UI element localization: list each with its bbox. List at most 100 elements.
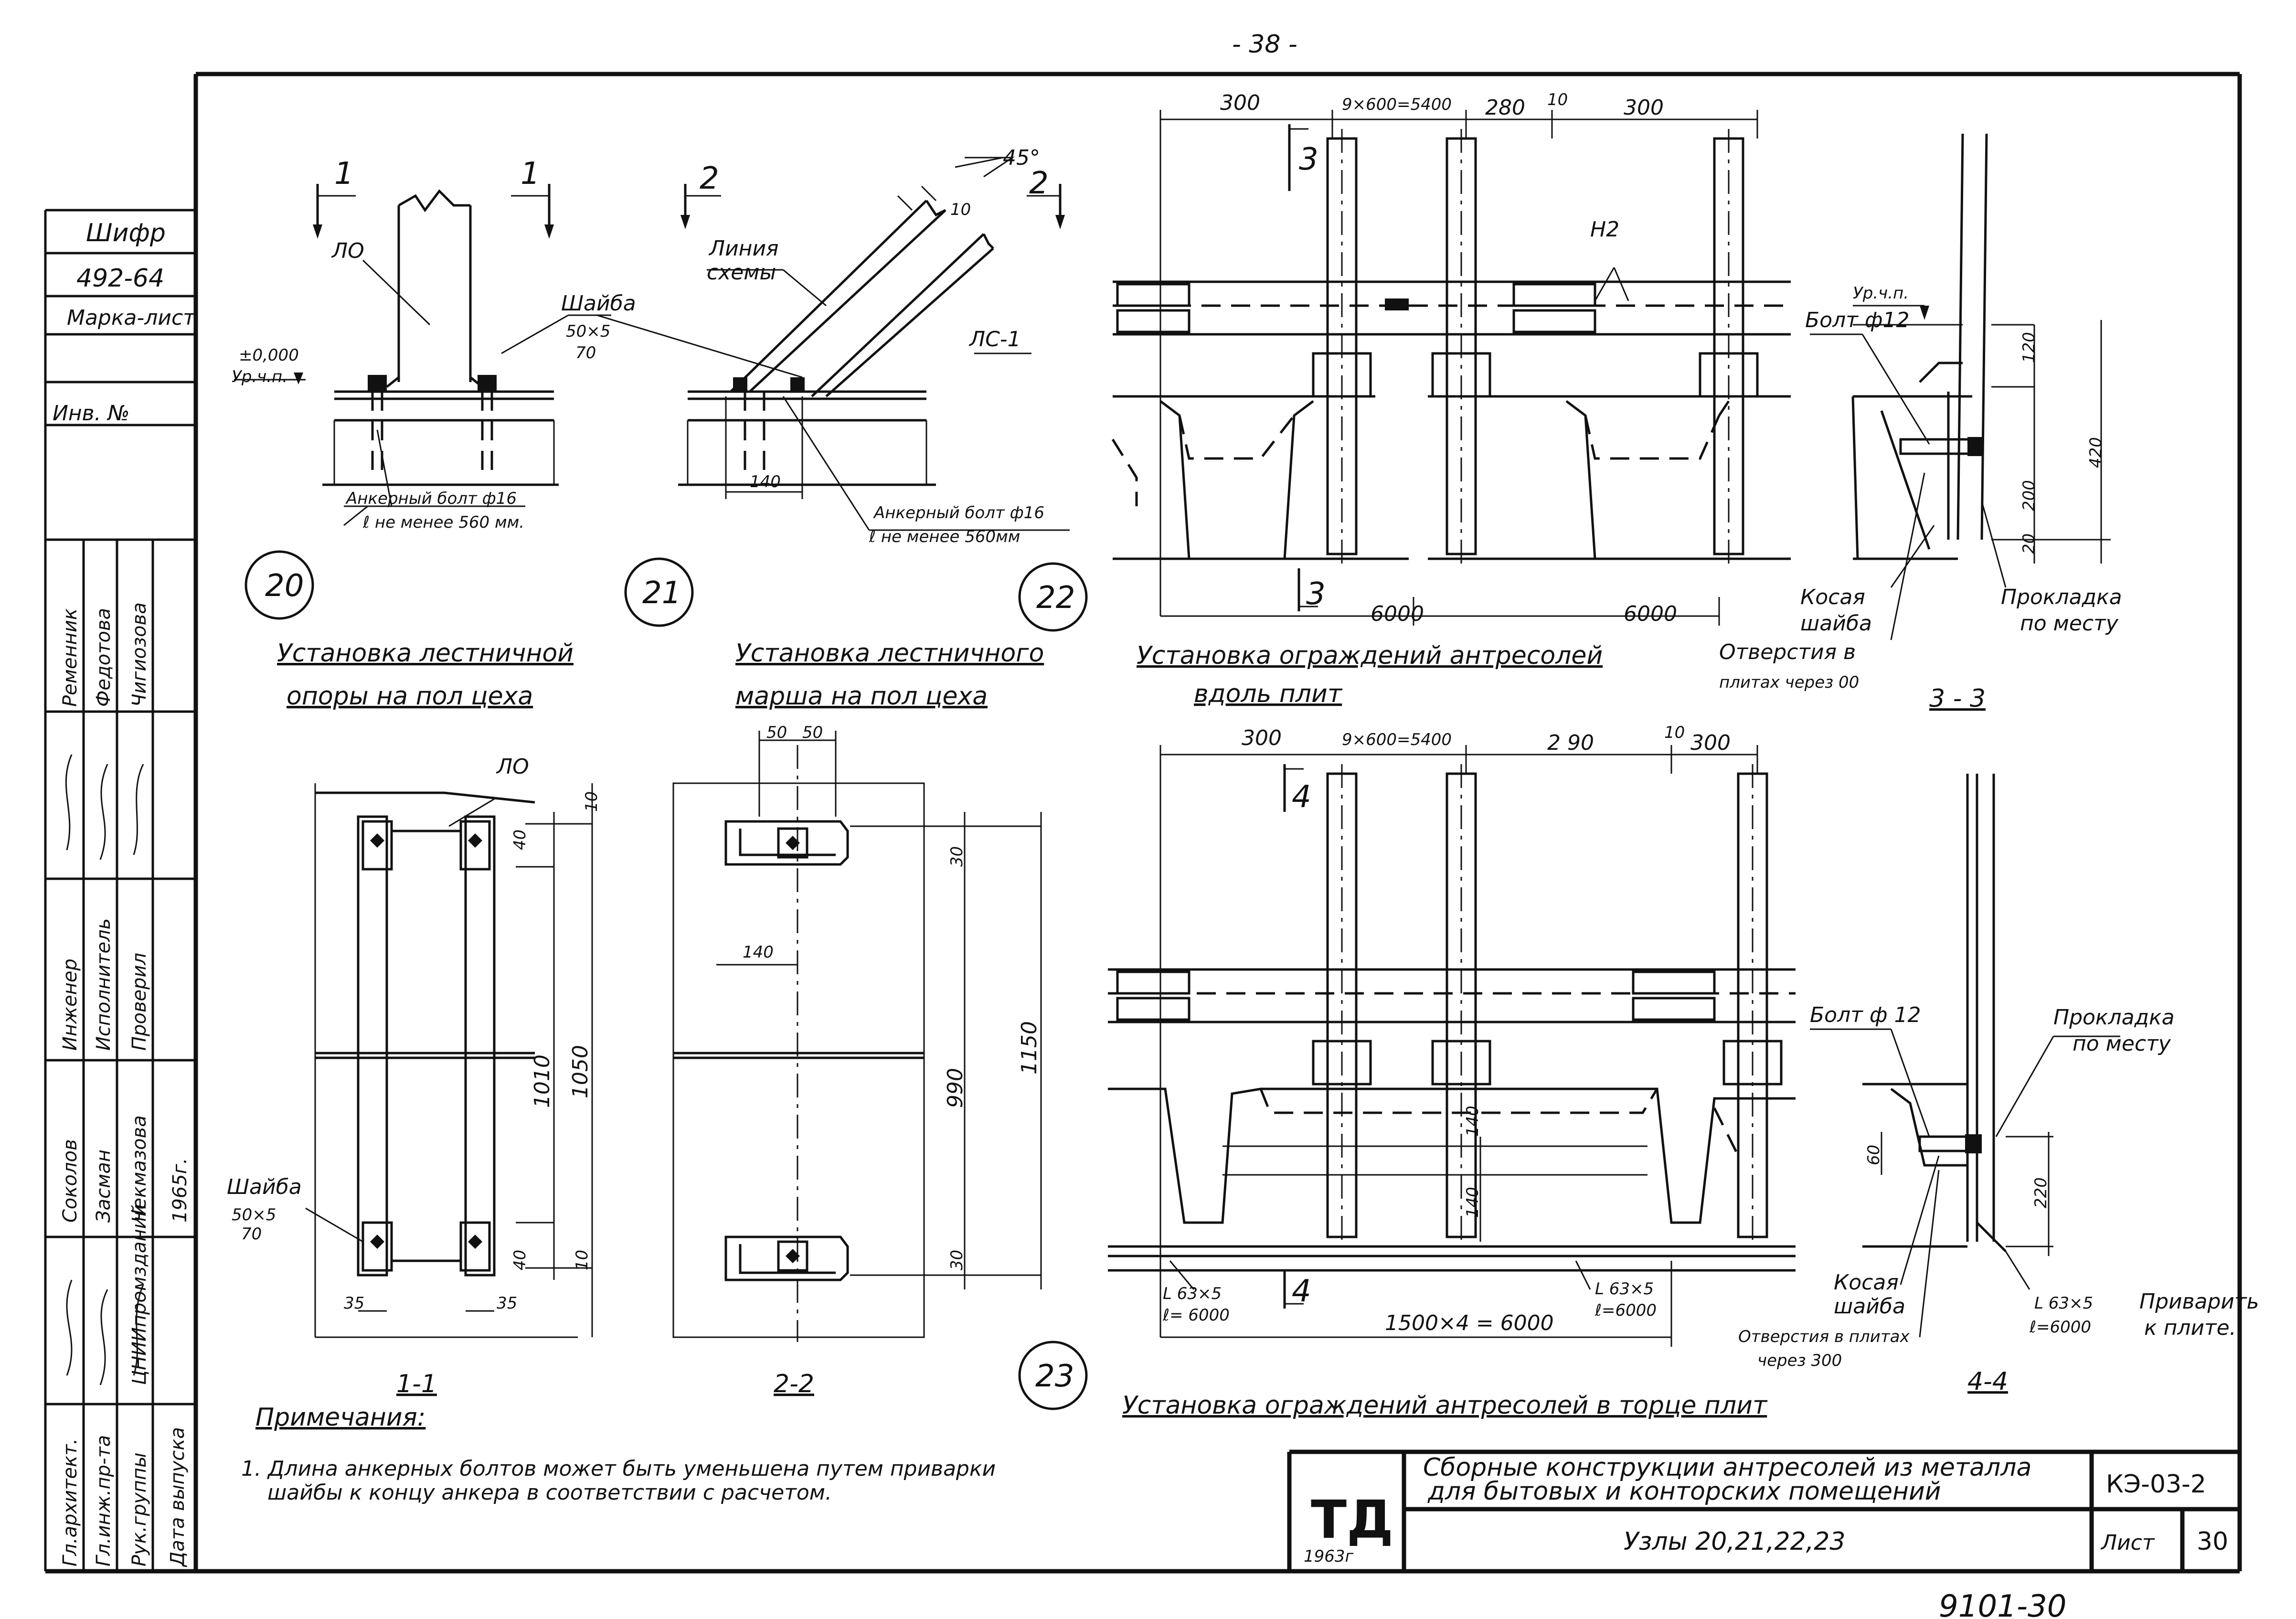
section11-dim-40a: 40 [510, 830, 530, 850]
node21-scheme-2: схемы [707, 260, 776, 285]
node22-dim-5400: 9×600=5400 [1342, 95, 1452, 114]
node23-dim-290: 2 90 [1547, 731, 1594, 755]
section22-drawing [672, 731, 1042, 1342]
section11-lo: ЛО [496, 755, 529, 779]
section22-dim-50a: 50 [766, 723, 787, 742]
node22-dim-6000b: 6000 [1624, 602, 1677, 626]
section44-dim-220: 220 [2031, 1177, 2051, 1208]
section22-dim-1150: 1150 [1017, 1021, 1042, 1075]
node20-title-1: Установка лестничной [277, 639, 574, 668]
section44-dim-60: 60 [1864, 1145, 1883, 1165]
node20-washer: Шайба [561, 291, 636, 316]
section22-dim-30a: 30 [947, 846, 967, 867]
mark-label: Марка-лист [67, 306, 196, 330]
section44-angle: L 63×5 [2034, 1294, 2093, 1313]
notes-line-2: шайбы к концу анкера в соответствии с ра… [267, 1481, 832, 1505]
section11-dim-10a: 10 [582, 791, 601, 812]
node20-number: 20 [265, 568, 304, 604]
section44-pad-1: Прокладка [2053, 1005, 2175, 1030]
node21-anchor-len: ℓ не менее 560мм [869, 527, 1020, 546]
section11-dim-40b: 40 [510, 1250, 530, 1270]
node23-dim-10: 10 [1664, 723, 1685, 742]
year-1965: 1965г. [169, 1158, 191, 1223]
section22-dim-140: 140 [743, 943, 774, 962]
node23-dim-5400: 9×600=5400 [1342, 730, 1452, 749]
section33-pad-2: по месту [2020, 611, 2119, 636]
section44-drawing [1810, 774, 2120, 1338]
section44-title: 4-4 [1967, 1367, 2008, 1396]
section33-dim-420: 420 [2086, 437, 2105, 468]
node23-section-4b: 4 [1292, 1274, 1311, 1309]
node21-section-mark-b: 2 [1029, 166, 1049, 201]
section33-dim-200: 200 [2020, 480, 2039, 511]
section33-level: Ур.ч.п. [1853, 284, 1909, 303]
section44-washer-2: шайба [1834, 1294, 1905, 1319]
node23-title: Установка ограждений антресолей в торце … [1122, 1391, 1768, 1420]
node23-section-4a: 4 [1292, 779, 1311, 815]
node22-drawing [1018, 110, 1791, 632]
section33-dim-20: 20 [2020, 533, 2039, 554]
section11-dim-35b: 35 [497, 1294, 517, 1313]
node20-section-mark-a: 1 [521, 156, 540, 192]
node23-dim-140b: 140 [1463, 1187, 1482, 1218]
node22-dim-300b: 300 [1624, 96, 1664, 120]
node20-level-value: ±0,000 [239, 346, 299, 365]
title-block-sheet-number: 30 [2197, 1527, 2228, 1556]
section11-dim-10b: 10 [573, 1250, 592, 1270]
section33-washer-2: шайба [1800, 611, 1872, 636]
node22-title-2: вдоль плит [1194, 680, 1343, 708]
node22-number: 22 [1036, 580, 1075, 616]
page-number: - 38 - [1232, 30, 1297, 59]
notes-line-1: 1. Длина анкерных болтов может быть умен… [241, 1457, 996, 1481]
node22-h2: Н2 [1590, 217, 1619, 242]
name-chigiozova: Чигиозова [128, 602, 150, 707]
node23-dim-300b: 300 [1690, 731, 1731, 755]
node22-dim-280: 280 [1485, 96, 1525, 120]
title-block-title-1: Сборные конструкции антресолей из металл… [1423, 1453, 2031, 1482]
node23-drawing [1018, 745, 1796, 1410]
node21-dim140: 140 [750, 472, 781, 491]
section11-washer: Шайба [227, 1175, 302, 1199]
sidebar-stamp [44, 209, 196, 1571]
title-block-sheet-label: Лист [2100, 1531, 2155, 1555]
section22-dim-50b: 50 [802, 723, 823, 742]
name-zasman: Засман [93, 1150, 115, 1223]
name-chekmazova: Чекмазова [128, 1115, 150, 1223]
head-gip: Гл.архитект. [59, 1438, 81, 1566]
node22-dim-300a: 300 [1220, 91, 1260, 115]
node20-title-2: опоры на пол цеха [287, 682, 533, 711]
section33-title: 3 - 3 [1929, 684, 1986, 713]
role-checked: Проверил [128, 953, 150, 1051]
cipher-value: 492-64 [76, 264, 164, 293]
notes-heading: Примечания: [255, 1403, 425, 1432]
node23-bottom-dim: 1500×4 = 6000 [1385, 1311, 1554, 1335]
node21-title-2: марша на пол цеха [735, 682, 988, 711]
section44-weld-1: Приварить [2139, 1289, 2259, 1314]
inv-label: Инв. № [53, 401, 129, 426]
section33-bolt: Болт ф12 [1805, 308, 1909, 332]
node21-section-mark-a: 2 [700, 161, 719, 196]
node23-dim-300a: 300 [1242, 726, 1282, 750]
head-chief-engineer: Гл.инж.пр-та [93, 1435, 115, 1566]
role-executor: Исполнитель [93, 918, 115, 1051]
node21-drawing [596, 157, 1070, 627]
node20-level-label: Ур.ч.п. [232, 367, 287, 386]
signatures-2 [66, 1279, 144, 1385]
node22-section-3a: 3 [1299, 142, 1318, 177]
name-fedotova: Федотова [93, 608, 115, 707]
section44-weld-2: к плите. [2144, 1316, 2236, 1340]
title-block-title-2: для бытовых и конторских помещений [1427, 1477, 1941, 1506]
node20-drawing [234, 184, 611, 620]
node20-anchor: Анкерный болт ф16 [345, 489, 517, 508]
section44-holes-1: Отверстия в плитах [1738, 1327, 1910, 1346]
node22-title-1: Установка ограждений антресолей [1137, 641, 1603, 670]
section11-title: 1-1 [396, 1370, 437, 1398]
node22-dim-6000a: 6000 [1371, 602, 1424, 626]
section33-holes-1: Отверстия в [1719, 640, 1856, 664]
sheet-frame [45, 72, 2242, 1574]
org-name: ЦНИИпромзданий [128, 1204, 150, 1385]
node21-angle: 45° [1003, 146, 1040, 170]
title-block-logo: ТД [1311, 1489, 1393, 1550]
node20-lo: ЛО [331, 239, 364, 263]
